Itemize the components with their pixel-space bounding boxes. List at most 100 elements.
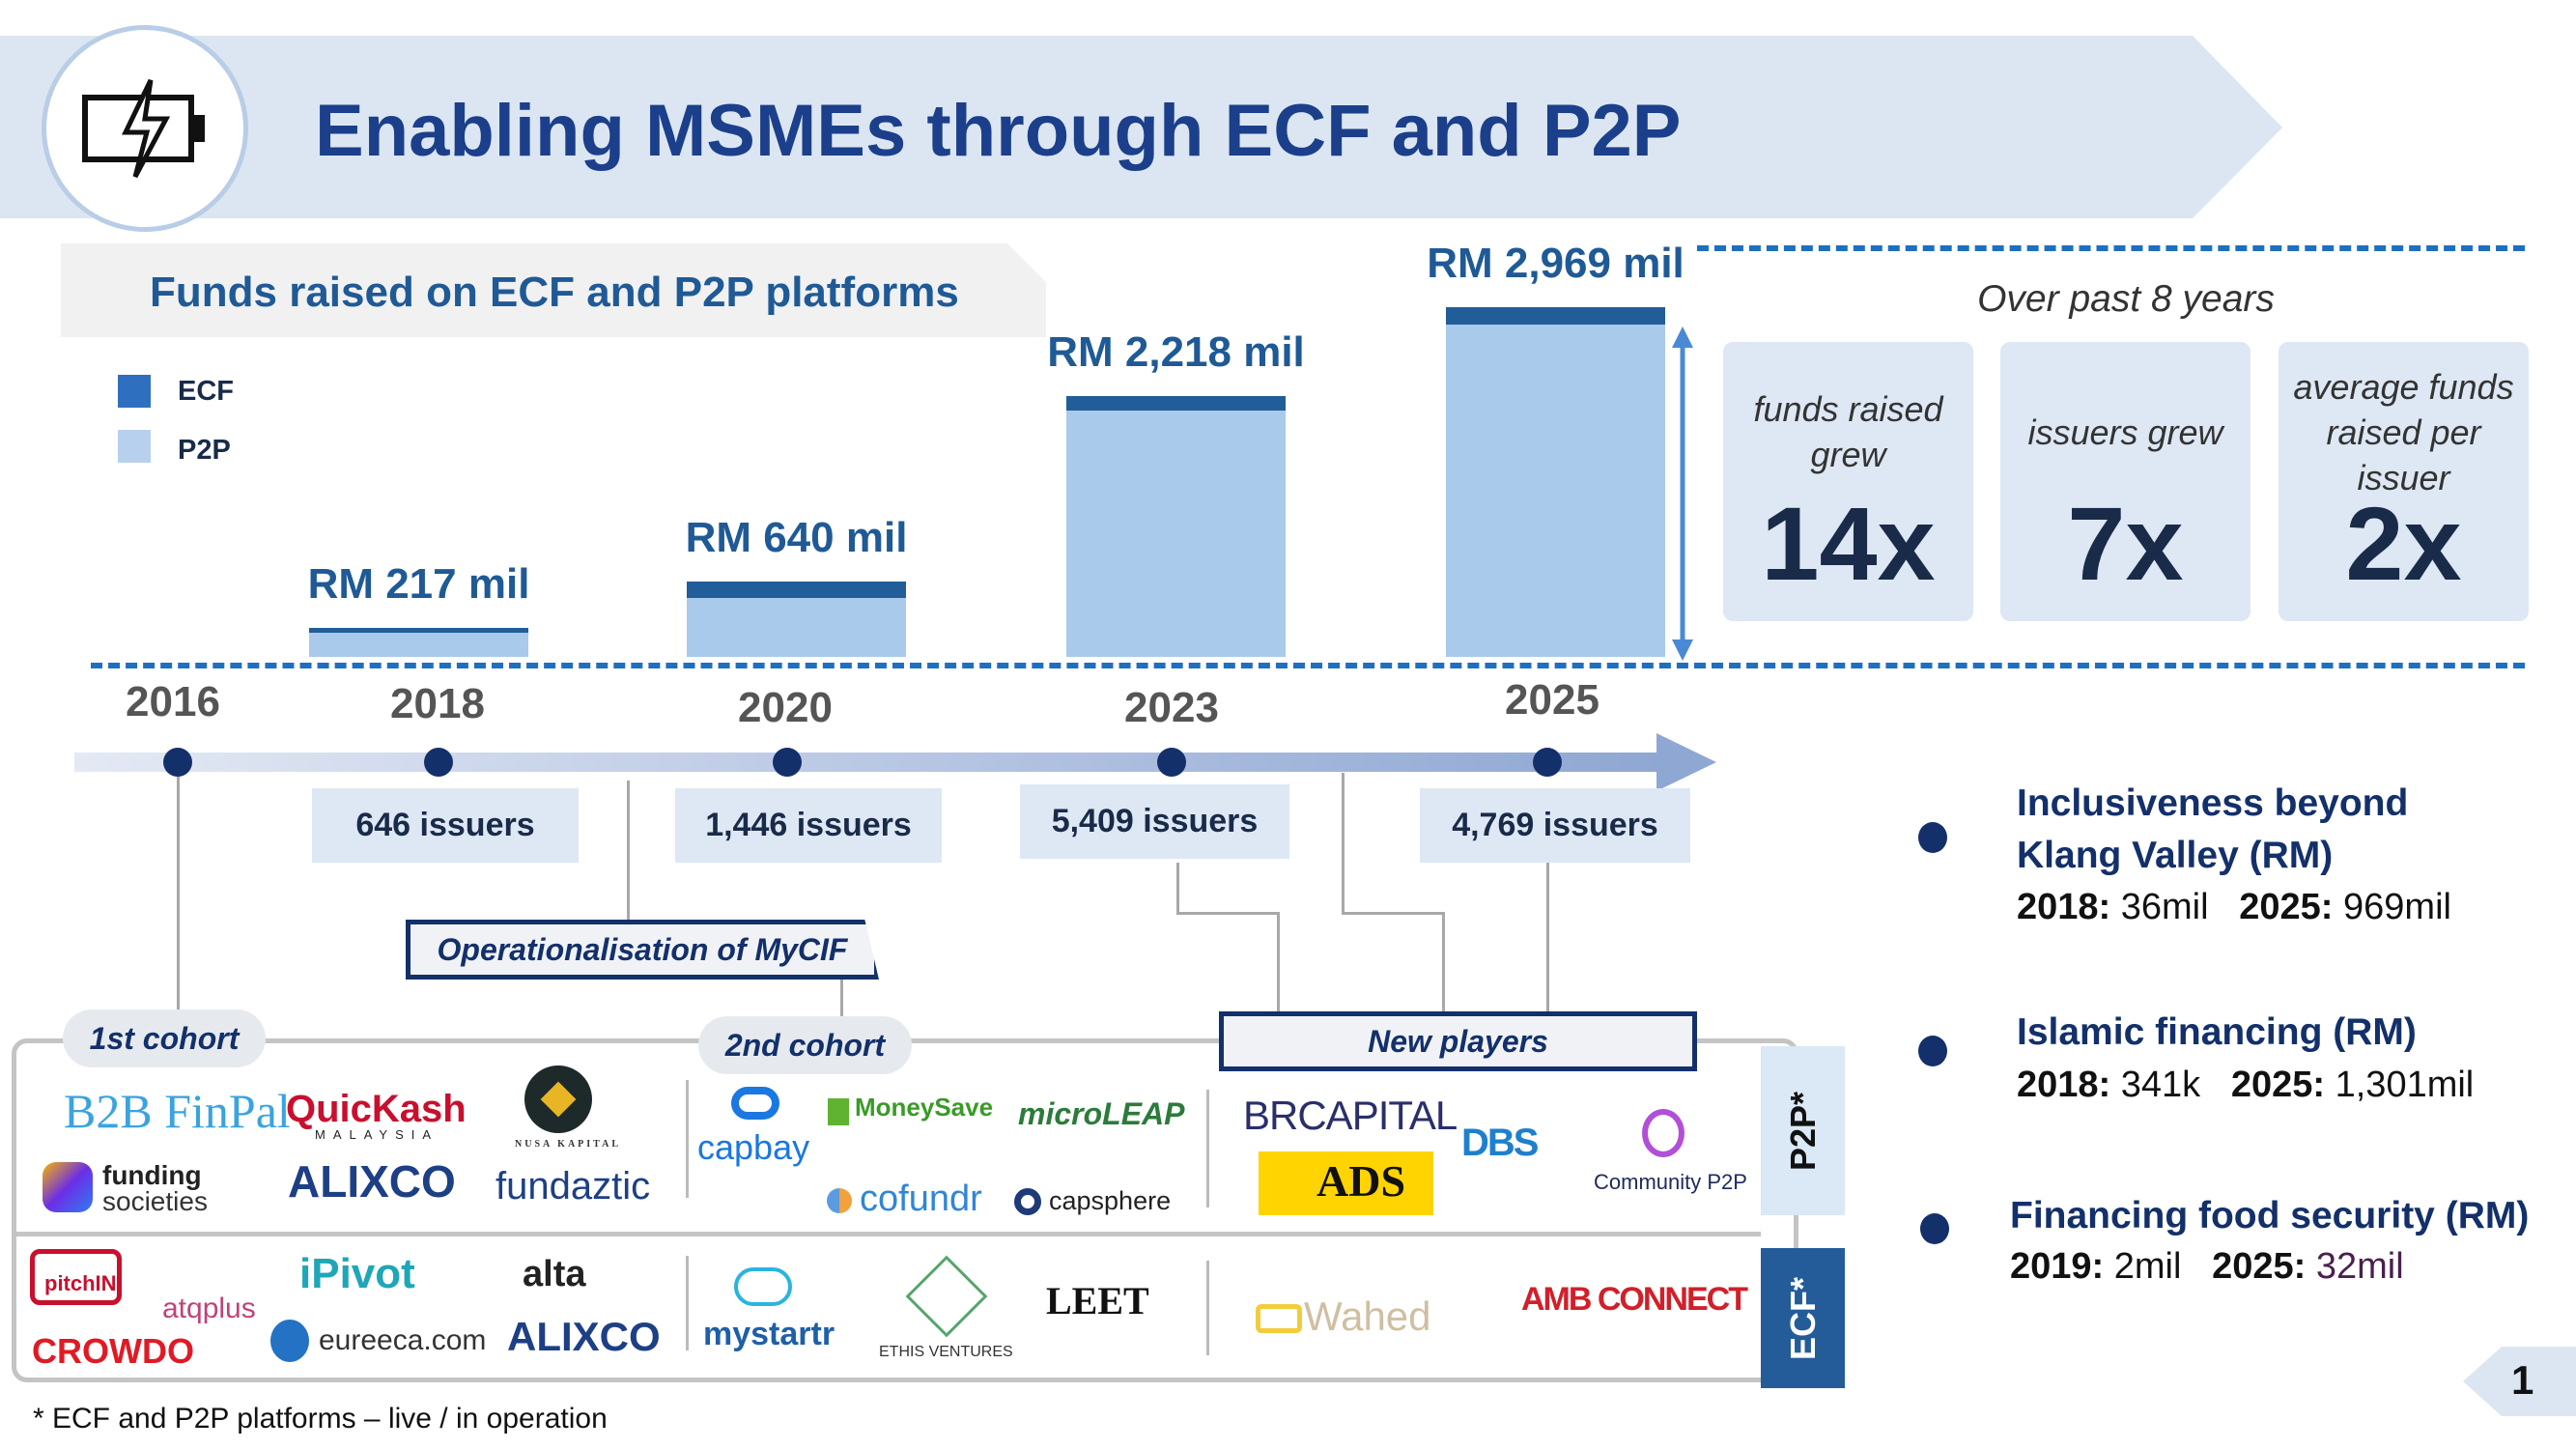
- stat-value: 7x: [2067, 485, 2184, 602]
- logo-dbs: DBS: [1461, 1122, 1539, 1164]
- capsphere-icon: [1014, 1188, 1041, 1215]
- column-separator: [686, 1256, 689, 1350]
- logo-capbay: capbay: [697, 1127, 810, 1167]
- cohort-1-pill: 1st cohort: [63, 1009, 266, 1067]
- timeline-dot-2025: [1533, 748, 1562, 777]
- connector-line: [1546, 863, 1549, 1012]
- logo-alixco-p2p: ALIXCO: [288, 1156, 456, 1207]
- bar-ecf-2025: [1446, 307, 1665, 326]
- connector-line: [1277, 912, 1280, 1012]
- logo-societies: societies: [102, 1186, 208, 1216]
- bar-p2p-2023: [1066, 411, 1286, 657]
- year-label: 2025:: [2239, 887, 2334, 927]
- double-arrow-icon: [1672, 327, 1693, 661]
- value: 1,301mil: [2325, 1065, 2475, 1105]
- baseline-dashed-line: [91, 663, 2525, 668]
- timeline-arrowhead: [1656, 733, 1716, 791]
- logo-ads: ADS: [1259, 1151, 1433, 1215]
- connector-line: [177, 762, 180, 1023]
- footnote: * ECF and P2P platforms – live / in oper…: [33, 1403, 608, 1435]
- logo-ipivot: iPivot: [299, 1250, 415, 1297]
- year-2025: 2025: [1505, 676, 1599, 724]
- bullet-dot: [1918, 822, 1947, 853]
- bar-ecf-2020: [687, 581, 906, 599]
- funding-societies-icon: [42, 1162, 93, 1212]
- highlight-1-title-2: Klang Valley (RM): [2017, 835, 2334, 876]
- capbay-icon: [731, 1087, 779, 1120]
- legend-ecf-label: ECF: [178, 376, 234, 407]
- logo-alta: alta: [523, 1254, 586, 1294]
- row-divider: [16, 1232, 1761, 1236]
- logo-cofundr: cofundr: [860, 1179, 982, 1219]
- value: 32mil: [2306, 1246, 2404, 1287]
- logo-finpal: B2B FinPal: [64, 1084, 291, 1138]
- issuers-2020: 1,446 issuers: [675, 788, 942, 863]
- logo-pitchin: pitchIN: [30, 1249, 122, 1305]
- chart-title: Funds raised on ECF and P2P platforms: [150, 269, 959, 316]
- highlight-2-values: 2018: 341k 2025: 1,301mil: [2017, 1065, 2474, 1106]
- legend-p2p-label: P2P: [178, 435, 231, 466]
- logo-nusa-kapital: NUSA KAPITAL: [515, 1139, 621, 1150]
- timeline-dot-2016: [163, 748, 192, 777]
- growth-heading: Over past 8 years: [1977, 278, 2275, 320]
- connector-line: [1342, 773, 1345, 914]
- logo-microleap: microLEAP: [1018, 1096, 1185, 1131]
- logo-eureeca: eureeca.com: [319, 1324, 487, 1356]
- logo-amb-connect: AMB CONNECT: [1521, 1281, 1748, 1318]
- highlight-1-values: 2018: 36mil 2025: 969mil: [2017, 887, 2451, 928]
- logo-alixco-ecf: ALIXCO: [507, 1314, 661, 1359]
- highlight-3-title: Financing food security (RM): [2010, 1195, 2530, 1236]
- connector-line: [1176, 912, 1280, 915]
- issuers-2023: 5,409 issuers: [1020, 784, 1289, 859]
- bar-p2p-2025: [1446, 325, 1665, 657]
- eureeca-icon: [270, 1320, 309, 1362]
- connector-line: [1342, 912, 1444, 915]
- top-dashed-line: [1697, 245, 2525, 251]
- year-label: 2018:: [2017, 1065, 2111, 1105]
- year-label: 2025:: [2230, 1065, 2326, 1105]
- bar-ecf-2023: [1066, 395, 1286, 412]
- header-banner: [0, 36, 2282, 218]
- logo-brcapital: BRCAPITAL: [1243, 1093, 1458, 1138]
- column-separator: [1206, 1090, 1209, 1208]
- value: 2mil: [2104, 1246, 2182, 1287]
- cohort-2-pill: 2nd cohort: [698, 1016, 912, 1074]
- logo-ethis-ventures: ETHIS VENTURES: [879, 1344, 1013, 1360]
- battery-charging-icon: [42, 25, 248, 232]
- stat-label: average funds raised per issuer: [2293, 366, 2514, 497]
- connector-line: [1176, 863, 1179, 914]
- column-separator: [1206, 1261, 1209, 1355]
- page-number: 1: [2511, 1357, 2534, 1403]
- logo-crowdo: CROWDO: [32, 1331, 194, 1371]
- logo-wahed: Wahed: [1304, 1293, 1431, 1339]
- connector-line: [840, 978, 843, 1016]
- value: 969mil: [2333, 887, 2451, 927]
- bar-data-label-2025: RM 2,969 mil: [1427, 240, 1684, 287]
- page-title: Enabling MSMEs through ECF and P2P: [315, 90, 1682, 172]
- nusa-kapital-icon: [524, 1065, 592, 1133]
- year-2018: 2018: [390, 680, 485, 727]
- highlight-1-title: Inclusiveness beyond: [2017, 782, 2409, 824]
- legend-ecf-swatch: [118, 375, 151, 408]
- connector-line: [1442, 912, 1445, 1012]
- new-players-milestone: New players: [1219, 1011, 1697, 1071]
- logo-funding: funding: [102, 1160, 202, 1190]
- column-separator: [686, 1080, 689, 1198]
- logo-quickash-sub: MALAYSIA: [315, 1127, 439, 1142]
- year-2020: 2020: [738, 684, 833, 731]
- logo-atqplus: atqplus: [162, 1293, 256, 1324]
- highlight-3-values: 2019: 2mil 2025: 32mil: [2010, 1246, 2404, 1288]
- bar-data-label-2018: RM 217 mil: [307, 560, 530, 609]
- logo-fundaztic: fundaztic: [495, 1165, 651, 1208]
- logo-community-p2p: Community P2P: [1594, 1170, 1747, 1194]
- legend-p2p-swatch: [118, 430, 151, 463]
- timeline-dot-2020: [773, 748, 802, 777]
- bar-data-label-2023: RM 2,218 mil: [1047, 327, 1305, 376]
- year-label: 2019:: [2010, 1246, 2105, 1287]
- logo-capsphere: capsphere: [1049, 1186, 1172, 1215]
- stat-label: funds raised grew: [1753, 389, 1943, 474]
- moneysave-icon: [828, 1098, 849, 1125]
